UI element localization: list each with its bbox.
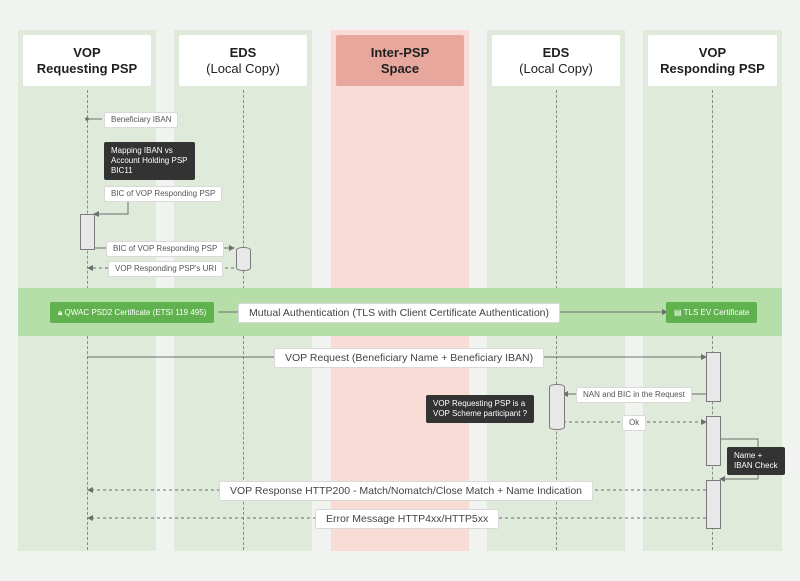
note-mapping-iban: Mapping IBAN vs Account Holding PSP BIC1… [104, 142, 195, 180]
qwac-label: QWAC PSD2 Certificate (ETSI 119 495) [64, 308, 207, 317]
msg-nan-bic: NAN and BIC in the Request [576, 387, 692, 403]
header-line1: EDS [542, 44, 570, 60]
activation-responding-2 [706, 416, 721, 466]
note-name-iban-check: Name + IBAN Check [727, 447, 785, 475]
msg-responding-uri: VOP Responding PSP's URI [108, 261, 224, 277]
activation-responding-3 [706, 480, 721, 529]
header-line1: EDS [229, 44, 257, 60]
header-requesting-psp: VOP Requesting PSP [23, 35, 151, 86]
header-line1: VOP [698, 44, 727, 60]
header-line1: Inter-PSP [370, 44, 430, 60]
qwac-certificate-badge: 🔒︎ QWAC PSD2 Certificate (ETSI 119 495) [50, 302, 215, 323]
header-line2: (Local Copy) [519, 60, 593, 76]
header-line2: Requesting PSP [36, 60, 138, 76]
msg-vop-request: VOP Request (Beneficiary Name + Benefici… [274, 348, 545, 368]
document-icon: ▤ [674, 308, 682, 317]
header-eds-right: EDS (Local Copy) [492, 35, 620, 86]
msg-bic-responding: BIC of VOP Responding PSP [104, 186, 223, 202]
header-responding-psp: VOP Responding PSP [648, 35, 777, 86]
tls-ev-label: TLS EV Certificate [683, 308, 750, 317]
tls-ev-certificate-badge: ▤ TLS EV Certificate [666, 302, 758, 323]
activation-requesting-psp [80, 214, 95, 250]
msg-mutual-auth: Mutual Authentication (TLS with Client C… [238, 303, 560, 323]
msg-error-message: Error Message HTTP4xx/HTTP5xx [315, 509, 500, 529]
arrow-beneficiary-iban [85, 117, 102, 121]
note-scheme-participant: VOP Requesting PSP is a VOP Scheme parti… [426, 395, 535, 423]
header-line1: VOP [73, 44, 101, 60]
msg-bic-to-eds: BIC of VOP Responding PSP [106, 241, 225, 257]
header-line2: (Local Copy) [206, 60, 280, 76]
header-line2: Responding PSP [660, 60, 765, 76]
header-eds-left: EDS (Local Copy) [179, 35, 307, 86]
msg-beneficiary-iban: Beneficiary IBAN [104, 112, 179, 128]
lock-icon: 🔒︎ [58, 308, 63, 317]
activation-responding-1 [706, 352, 721, 402]
msg-vop-response: VOP Response HTTP200 - Match/Nomatch/Clo… [219, 481, 594, 501]
header-line2: Space [380, 60, 420, 76]
msg-ok: Ok [622, 415, 647, 431]
header-inter-psp: Inter-PSP Space [336, 35, 464, 86]
